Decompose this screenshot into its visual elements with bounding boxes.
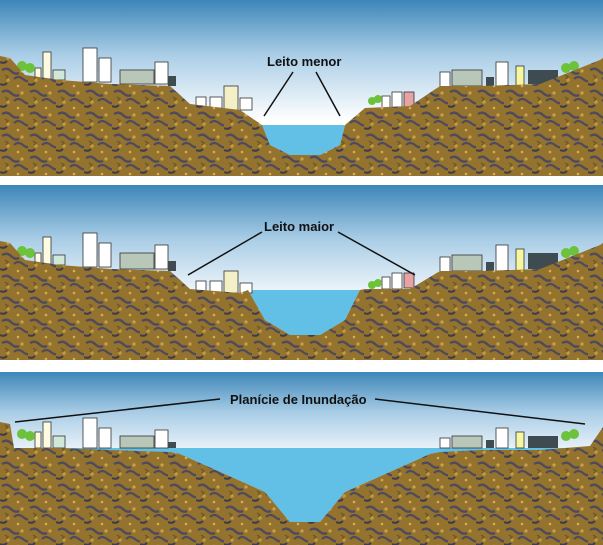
water bbox=[262, 125, 345, 155]
panel-leito-menor: Leito menor bbox=[0, 0, 603, 178]
buildings-left bbox=[34, 417, 176, 449]
label-lines bbox=[263, 71, 341, 117]
buildings-left bbox=[34, 47, 253, 111]
buildings-right bbox=[439, 427, 558, 449]
label-lines bbox=[187, 231, 416, 276]
panel-leito-maior: Leito maior bbox=[0, 185, 603, 360]
panel-planicie-inundacao: Planície de Inundação bbox=[0, 372, 603, 545]
trees bbox=[17, 429, 579, 441]
label-leito-menor: Leito menor bbox=[267, 54, 341, 69]
label-leito-maior: Leito maior bbox=[264, 219, 334, 234]
water bbox=[248, 290, 360, 335]
water bbox=[0, 448, 603, 522]
terrain bbox=[0, 241, 603, 360]
terrain bbox=[0, 422, 603, 545]
trees bbox=[17, 61, 579, 105]
buildings-left bbox=[34, 232, 253, 294]
trees bbox=[17, 246, 579, 289]
label-planicie-de-inundacao: Planície de Inundação bbox=[230, 392, 367, 407]
terrain bbox=[0, 56, 603, 178]
label-lines bbox=[14, 398, 586, 425]
